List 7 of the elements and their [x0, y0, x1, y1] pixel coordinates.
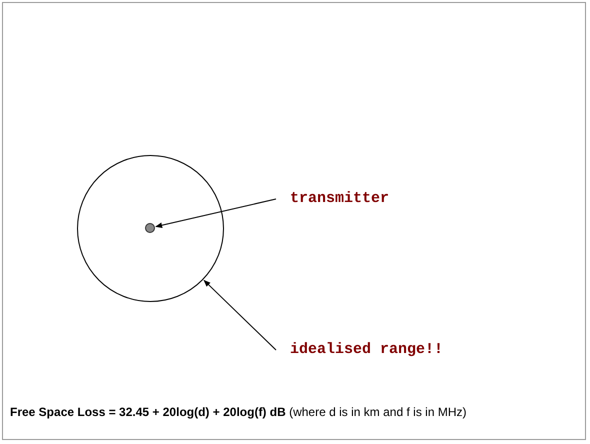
transmitter-dot — [145, 223, 155, 233]
formula-note: Free Space Loss = 32.45 + 20log(d) + 20log(f) dB (where d is in km and f is in MHz) — [10, 405, 466, 419]
callout-text: idealised range!! — [290, 341, 444, 358]
leader-arrow — [204, 280, 276, 350]
leader-arrow — [155, 198, 276, 228]
range-circle — [77, 155, 224, 302]
callout-text: transmitter — [290, 190, 390, 207]
